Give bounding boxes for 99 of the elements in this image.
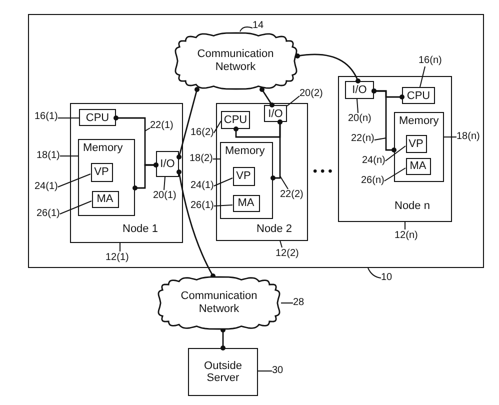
component-label: I/O (268, 108, 283, 120)
reference-numeral: 18(2) (190, 152, 213, 164)
leader-line (374, 138, 386, 140)
component-box (221, 111, 250, 129)
box-heading: Memory (399, 115, 439, 127)
memory-box (78, 139, 135, 216)
node-title: Node 1 (122, 222, 158, 234)
leader-line (280, 302, 294, 304)
node-box (70, 102, 182, 242)
leader-line (356, 98, 358, 114)
system-boundary (28, 14, 484, 268)
reference-numeral: 10 (381, 272, 392, 284)
leader-line (258, 370, 272, 372)
reference-numeral: 18(1) (36, 150, 60, 162)
leader-line (57, 174, 91, 188)
connector-line (176, 87, 200, 160)
component-box (156, 151, 179, 177)
component-box (345, 81, 374, 99)
box-heading: Memory (225, 145, 265, 157)
memory-box (220, 142, 273, 219)
reference-numeral: 22(1) (150, 120, 174, 132)
component-box (232, 194, 260, 212)
component-label: Outside Server (203, 360, 243, 384)
leader-line (213, 178, 233, 186)
component-label: CPU (406, 90, 430, 102)
component-label: CPU (86, 112, 110, 124)
connector-line (132, 162, 158, 190)
connector-line (220, 328, 226, 350)
component-label: MA (410, 160, 426, 172)
connector-line (295, 54, 360, 84)
reference-numeral: 30 (272, 365, 284, 377)
leader-line (404, 221, 406, 230)
reference-numeral: 22(2) (280, 189, 304, 201)
reference-numeral: 16(2) (190, 126, 214, 138)
node-box (216, 102, 308, 240)
leader-line (280, 240, 282, 248)
leader-line (213, 120, 222, 134)
server-box (188, 348, 258, 396)
component-label: I/O (160, 158, 175, 170)
reference-numeral: 20(1) (153, 190, 176, 202)
reference-numeral: 14 (252, 20, 264, 32)
reference-numeral: 20(n) (348, 113, 372, 125)
network-cloud (174, 32, 298, 90)
component-label: VP (236, 170, 251, 182)
reference-numeral: 12(1) (106, 252, 129, 264)
component-box (406, 158, 430, 174)
reference-numeral: 16(1) (34, 110, 58, 122)
component-box (90, 162, 112, 182)
leader-line (212, 158, 220, 160)
leader-line (144, 128, 150, 132)
leader-line (384, 146, 406, 162)
leader-line (59, 200, 92, 214)
leader-line (384, 168, 406, 182)
component-label: I/O (352, 84, 367, 96)
reference-numeral: 12(n) (394, 230, 418, 242)
component-label: VP (408, 138, 424, 150)
node-title: Node 2 (256, 222, 292, 234)
cloud-label: Communication Network (180, 290, 258, 316)
leader-line (286, 96, 300, 106)
continuation-dots: • • • (313, 165, 332, 177)
component-label: VP (94, 166, 109, 178)
reference-numeral: 26(1) (36, 208, 60, 220)
memory-box (394, 112, 444, 182)
reference-numeral: 24(1) (34, 180, 58, 192)
connector-line (260, 87, 274, 108)
leader-line (280, 176, 288, 190)
box-heading: Memory (83, 142, 123, 154)
reference-numeral: 12(2) (276, 248, 299, 260)
reference-numeral: 20(2) (300, 88, 323, 100)
connector-line (270, 120, 282, 180)
reference-numeral: 26(n) (361, 175, 384, 187)
reference-numeral: 28 (293, 297, 304, 309)
connector-line (372, 88, 396, 152)
component-box (264, 105, 287, 122)
reference-numeral: 18(n) (456, 130, 480, 142)
leader-line (240, 26, 253, 32)
component-label: MA (238, 197, 254, 209)
network-cloud (157, 276, 281, 330)
leader-line (164, 176, 166, 190)
component-label: MA (96, 193, 114, 205)
connector-line (176, 170, 216, 278)
component-box (402, 87, 435, 104)
node-box (338, 76, 452, 222)
cloud-label: Communication Network (196, 48, 275, 74)
component-label: CPU (224, 114, 248, 126)
reference-numeral: 24(1) (190, 180, 214, 192)
reference-numeral: 16(n) (418, 54, 442, 66)
reference-numeral: 24(n) (362, 155, 386, 167)
component-box (92, 190, 118, 208)
leader-line (368, 268, 382, 278)
leader-line (420, 66, 426, 88)
leader-line (444, 136, 457, 138)
component-box (406, 134, 426, 152)
leader-line (213, 204, 233, 206)
component-box (232, 166, 254, 186)
reference-numeral: 22(n) (351, 133, 374, 145)
component-box (79, 109, 116, 126)
reference-numeral: 26(1) (190, 200, 214, 212)
node-title: Node n (394, 200, 430, 212)
